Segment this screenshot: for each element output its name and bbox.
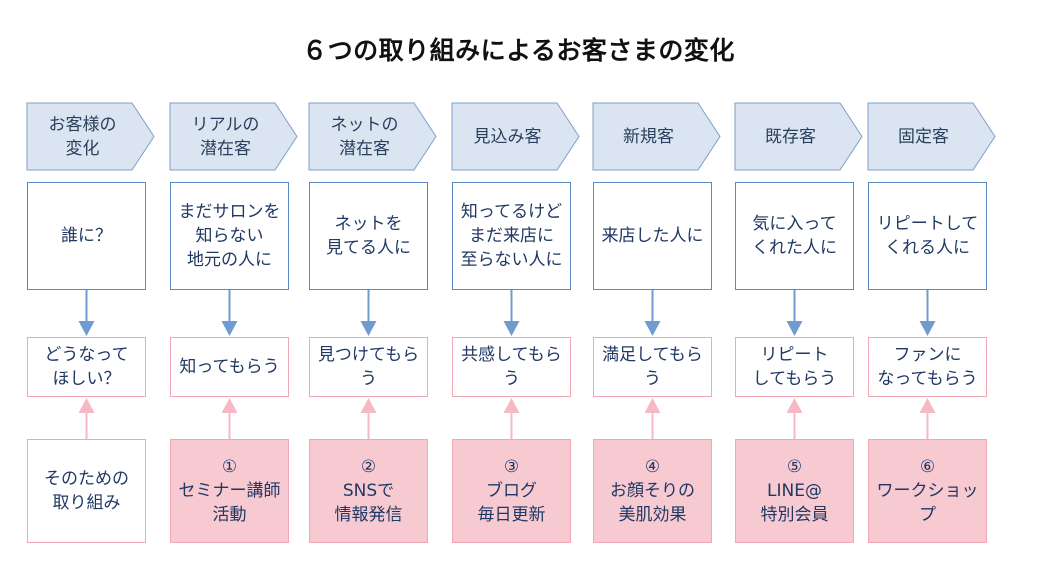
connector-arrows xyxy=(78,290,936,439)
up-arrow-head-6 xyxy=(786,398,803,413)
down-arrow-head-1 xyxy=(78,321,95,336)
up-arrow-head-5 xyxy=(644,398,661,413)
down-arrow-head-6 xyxy=(786,321,803,336)
header-label-2: リアルの 潜在客 xyxy=(191,114,260,159)
goal-box-2: 知ってもらう xyxy=(170,337,289,397)
action-box-6: ⑤ LINE@ 特別会員 xyxy=(735,439,854,543)
down-arrow-head-4 xyxy=(503,321,520,336)
action-box-3: ② SNSで 情報発信 xyxy=(309,439,428,543)
header-row xyxy=(26,102,996,171)
header-chevron-1 xyxy=(26,102,155,171)
target-box-5: 来店した人に xyxy=(593,182,712,290)
down-arrow-head-7 xyxy=(919,321,936,336)
goal-box-4: 共感してもらう xyxy=(452,337,571,397)
target-box-3: ネットを 見てる人に xyxy=(309,182,428,290)
up-arrow-head-3 xyxy=(360,398,377,413)
target-box-4: 知ってるけど まだ来店に 至らない人に xyxy=(452,182,571,290)
goal-box-6: リピート してもらう xyxy=(735,337,854,397)
goal-box-3: 見つけてもらう xyxy=(309,337,428,397)
goal-box-1: どうなって ほしい？ xyxy=(27,337,146,397)
up-arrow-head-4 xyxy=(503,398,520,413)
header-label-6: 既存客 xyxy=(765,126,816,147)
down-arrow-head-2 xyxy=(221,321,238,336)
goal-box-5: 満足してもらう xyxy=(593,337,712,397)
up-arrow-head-7 xyxy=(919,398,936,413)
page-title: ６つの取り組みによるお客さまの変化 xyxy=(302,36,735,65)
target-box-7: リピートして くれる人に xyxy=(868,182,987,290)
header-chevron-7 xyxy=(867,102,996,171)
action-box-4: ③ ブログ 毎日更新 xyxy=(452,439,571,543)
header-chevron-2 xyxy=(169,102,298,171)
header-label-7: 固定客 xyxy=(898,126,949,147)
down-arrow-head-5 xyxy=(644,321,661,336)
goal-box-7: ファンに なってもらう xyxy=(868,337,987,397)
header-label-1: お客様の 変化 xyxy=(48,114,117,159)
target-box-6: 気に入って くれた人に xyxy=(735,182,854,290)
header-label-3: ネットの 潜在客 xyxy=(330,114,399,159)
action-box-2: ① セミナー講師 活動 xyxy=(170,439,289,543)
action-box-1: そのための 取り組み xyxy=(27,439,146,543)
header-chevron-5 xyxy=(592,102,721,171)
up-arrow-head-1 xyxy=(78,398,95,413)
header-chevron-6 xyxy=(734,102,863,171)
target-box-1: 誰に？ xyxy=(27,182,146,290)
action-box-7: ⑥ ワークショップ xyxy=(868,439,987,543)
down-arrow-head-3 xyxy=(360,321,377,336)
header-chevron-3 xyxy=(308,102,437,171)
up-arrow-head-2 xyxy=(221,398,238,413)
header-chevron-4 xyxy=(451,102,580,171)
header-label-4: 見込み客 xyxy=(473,126,542,147)
header-label-5: 新規客 xyxy=(623,126,674,147)
action-box-5: ④ お顔そりの 美肌効果 xyxy=(593,439,712,543)
target-box-2: まだサロンを 知らない 地元の人に xyxy=(170,182,289,290)
